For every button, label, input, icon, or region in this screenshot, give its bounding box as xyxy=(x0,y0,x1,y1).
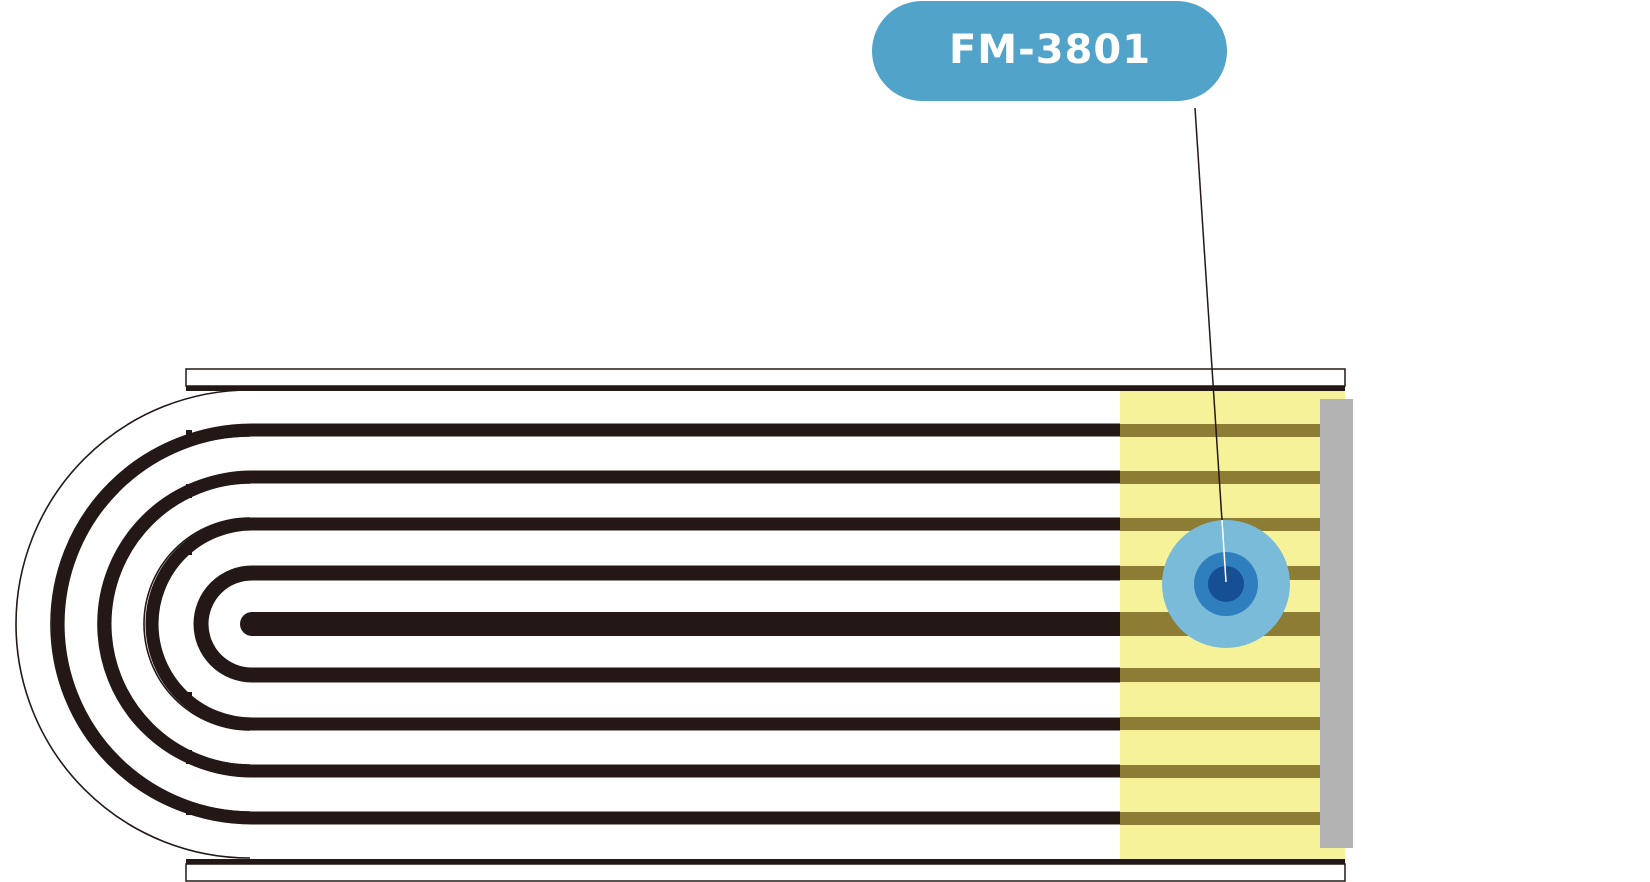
callout-label: FM-3801 xyxy=(949,27,1151,73)
yellow-tube-2 xyxy=(1120,471,1320,484)
tube-loop-3 xyxy=(145,517,1120,731)
side-bar xyxy=(1320,399,1353,848)
bend-tab-bottom-1 xyxy=(186,692,192,706)
bend-tab-top-3 xyxy=(186,541,192,555)
yellow-tube-6 xyxy=(1120,668,1320,682)
yellow-tube-8 xyxy=(1120,765,1320,778)
top-header-strip xyxy=(186,386,1345,391)
bend-tab-bottom-2 xyxy=(186,750,192,764)
callout-leader-line xyxy=(1194,107,1227,583)
sensor-leader-highlight xyxy=(1221,519,1227,583)
yellow-tube-9 xyxy=(1120,812,1320,825)
top-plate xyxy=(185,368,1346,387)
outer-bend-1 xyxy=(15,389,251,859)
bottom-header-strip xyxy=(186,859,1345,864)
outer-bend-4 xyxy=(97,471,251,777)
callout-badge xyxy=(872,1,1227,101)
bend-tab-top-1 xyxy=(186,430,192,442)
bend-tab-top-2 xyxy=(186,484,192,498)
tube-loop-4 xyxy=(193,565,1120,683)
yellow-tube-1 xyxy=(1120,424,1320,437)
bend-tab-bottom-3 xyxy=(186,803,192,815)
yellow-tube-7 xyxy=(1120,717,1320,730)
bottom-plate xyxy=(185,863,1346,882)
sensor-core xyxy=(1208,566,1244,602)
tube-loop-1 xyxy=(51,423,1120,825)
outer-bend-6 xyxy=(143,517,251,731)
